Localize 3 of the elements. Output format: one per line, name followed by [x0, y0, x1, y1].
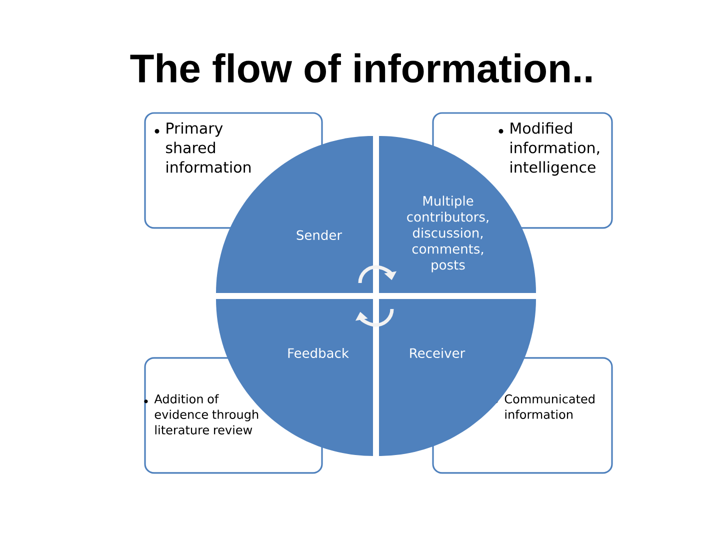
curved-arrow: [358, 265, 397, 284]
curved-arrow: [355, 308, 394, 327]
title: The flow of information..: [130, 53, 592, 83]
